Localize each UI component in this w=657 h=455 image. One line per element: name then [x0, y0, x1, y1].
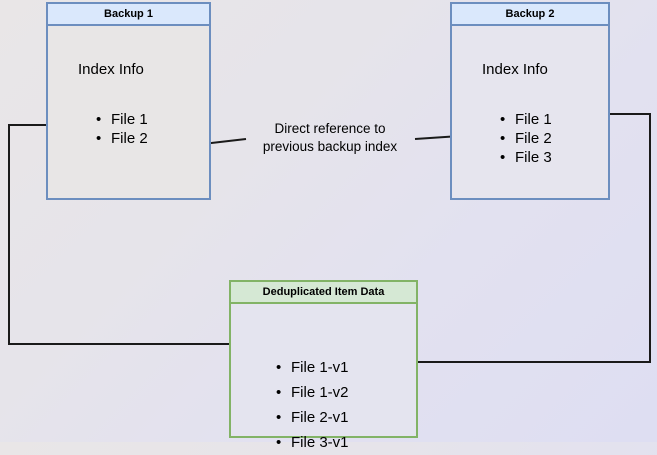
backup-2-header: Backup 2 [452, 4, 608, 26]
list-item: File 1-v2 [276, 380, 349, 405]
list-item: File 2 [500, 129, 552, 148]
backup-2-file-list: File 1 File 2 File 3 [500, 110, 552, 167]
backup-1-box[interactable]: Backup 1 Index Info File 1 File 2 [46, 2, 211, 200]
list-item: File 1 [96, 110, 148, 129]
list-item: File 3-v1 [276, 430, 349, 455]
backup-1-body: Index Info File 1 File 2 [48, 26, 209, 198]
deduplicated-item-data-header: Deduplicated Item Data [231, 282, 416, 304]
list-item: File 2 [96, 129, 148, 148]
backup-1-header: Backup 1 [48, 4, 209, 26]
deduplicated-item-data-box[interactable]: Deduplicated Item Data File 1-v1 File 1-… [229, 280, 418, 455]
backup-1-file-list: File 1 File 2 [96, 110, 148, 148]
backup-2-body: Index Info File 1 File 2 File 3 [452, 26, 608, 198]
list-item: File 3 [500, 148, 552, 167]
backup-1-index-info-label: Index Info [78, 61, 144, 78]
direct-reference-annotation: Direct reference to previous backup inde… [250, 120, 410, 156]
diagram-canvas: Backup 1 Index Info File 1 File 2 Backup… [0, 0, 657, 442]
backup-2-box[interactable]: Backup 2 Index Info File 1 File 2 File 3 [450, 2, 610, 200]
deduplicated-file-list: File 1-v1 File 1-v2 File 2-v1 File 3-v1 [276, 355, 349, 455]
direct-reference-line-2: previous backup index [262, 139, 398, 154]
direct-reference-line-1: Direct reference to [274, 121, 386, 136]
deduplicated-item-data-body: File 1-v1 File 1-v2 File 2-v1 File 3-v1 [231, 304, 416, 455]
list-item: File 2-v1 [276, 405, 349, 430]
backup-2-index-info-label: Index Info [482, 61, 548, 78]
list-item: File 1-v1 [276, 355, 349, 380]
list-item: File 1 [500, 110, 552, 129]
